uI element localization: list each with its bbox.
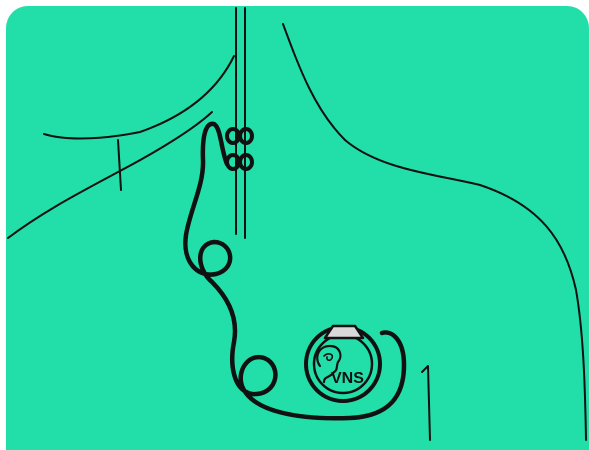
illustration-frame: VNS	[6, 6, 589, 450]
vns-implant-illustration: VNS	[6, 6, 589, 450]
device-header-cap	[325, 326, 363, 338]
vns-device: VNS	[306, 326, 380, 401]
device-label: VNS	[331, 370, 364, 387]
background	[6, 6, 589, 450]
